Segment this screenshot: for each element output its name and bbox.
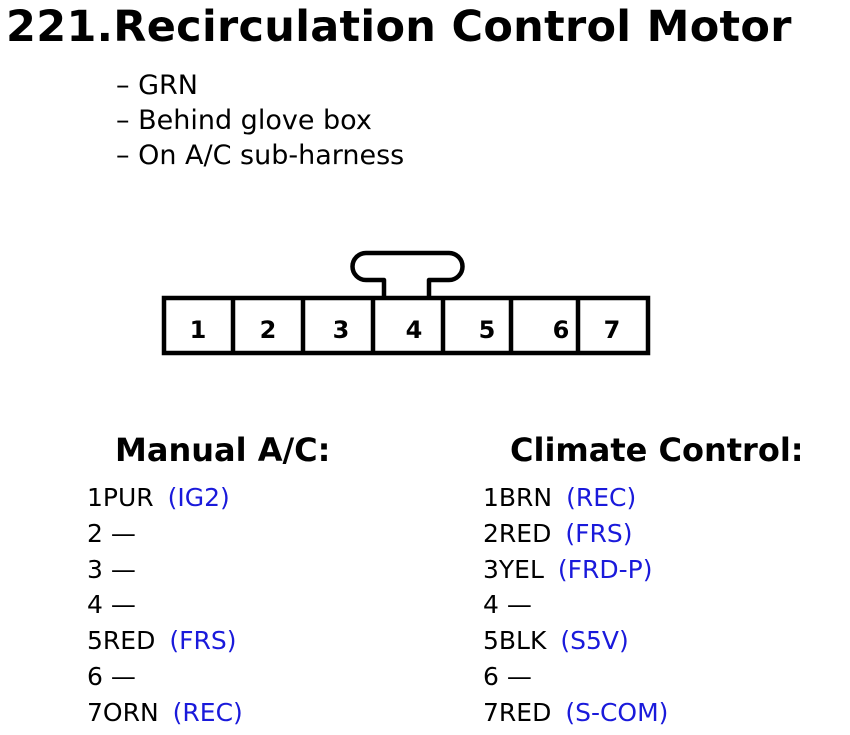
connector-body	[161, 295, 651, 356]
pin-signal: —	[110, 590, 136, 620]
pin-label: 6	[483, 661, 499, 691]
pin-signal: (REC)	[566, 483, 637, 512]
pin-signal: —	[110, 661, 136, 691]
pin-row: 1PUR (IG2)	[87, 480, 243, 516]
pin-label: 2	[87, 518, 103, 548]
pin-label: 7RED	[483, 697, 552, 727]
pin-row: 4—	[87, 587, 243, 623]
pin-label: 4	[483, 590, 499, 620]
pin-signal: —	[506, 590, 532, 620]
pin-row: 5RED (FRS)	[87, 623, 243, 659]
note-color: GRN	[116, 68, 404, 103]
connector-diagram: 1 2 3 4 5 6 7	[161, 250, 651, 356]
pin-label: 5BLK	[483, 626, 547, 656]
connector-notes: GRN Behind glove box On A/C sub-harness	[116, 68, 404, 173]
pin-row: 7RED (S-COM)	[483, 695, 668, 731]
manual-ac-heading: Manual A/C:	[115, 431, 331, 469]
pin-row: 7ORN (REC)	[87, 695, 243, 731]
pin-7-number: 7	[604, 316, 621, 344]
pin-row: 3—	[87, 552, 243, 588]
pin-row: 5BLK (S5V)	[483, 623, 668, 659]
pin-label: 6	[87, 661, 103, 691]
pin-signal: (REC)	[172, 697, 243, 727]
pin-2-number: 2	[260, 316, 277, 344]
pin-label: 1BRN	[483, 483, 553, 512]
pin-label: 4	[87, 590, 103, 620]
note-location: Behind glove box	[116, 103, 404, 138]
climate-control-heading: Climate Control:	[510, 431, 804, 469]
pin-label: 2RED	[483, 518, 552, 548]
pin-label: 1PUR	[87, 483, 154, 512]
pin-signal: —	[110, 554, 136, 584]
pin-5-number: 5	[479, 316, 496, 344]
pin-signal: (FRS)	[169, 626, 237, 656]
pin-signal: (FRD-P)	[557, 554, 653, 584]
manual-ac-pin-list: 1PUR(IG2) 2— 3— 4— 5RED(FRS) 6— 7ORN(REC…	[87, 480, 243, 731]
pin-row: 4—	[483, 587, 668, 623]
pin-1-number: 1	[190, 316, 207, 344]
pin-row: 1BRN (REC)	[483, 480, 668, 516]
pin-row: 3YEL (FRD-P)	[483, 552, 668, 588]
pin-4-number: 4	[406, 316, 423, 344]
note-harness: On A/C sub-harness	[116, 138, 404, 173]
connector-dividers	[230, 298, 581, 353]
pin-label: 3	[87, 554, 103, 584]
pin-signal: (IG2)	[167, 483, 230, 512]
pin-label: 3YEL	[483, 554, 544, 584]
connector-lock-tab	[350, 250, 465, 298]
pin-signal: —	[506, 661, 532, 691]
pin-row: 6—	[87, 659, 243, 695]
pin-6-number: 6	[553, 316, 570, 344]
pin-signal: —	[110, 518, 136, 548]
climate-control-pin-list: 1BRN(REC) 2RED(FRS) 3YEL(FRD-P) 4— 5BLK(…	[483, 480, 668, 731]
pin-row: 2—	[87, 516, 243, 552]
pin-signal: (FRS)	[565, 518, 633, 548]
pin-row: 6—	[483, 659, 668, 695]
pin-label: 5RED	[87, 626, 156, 656]
pin-row: 2RED (FRS)	[483, 516, 668, 552]
pin-signal: (S-COM)	[565, 697, 669, 727]
pin-3-number: 3	[333, 316, 350, 344]
pin-signal: (S5V)	[560, 626, 629, 656]
pin-label: 7ORN	[87, 697, 159, 727]
page-title: 221.Recirculation Control Motor	[6, 2, 792, 52]
